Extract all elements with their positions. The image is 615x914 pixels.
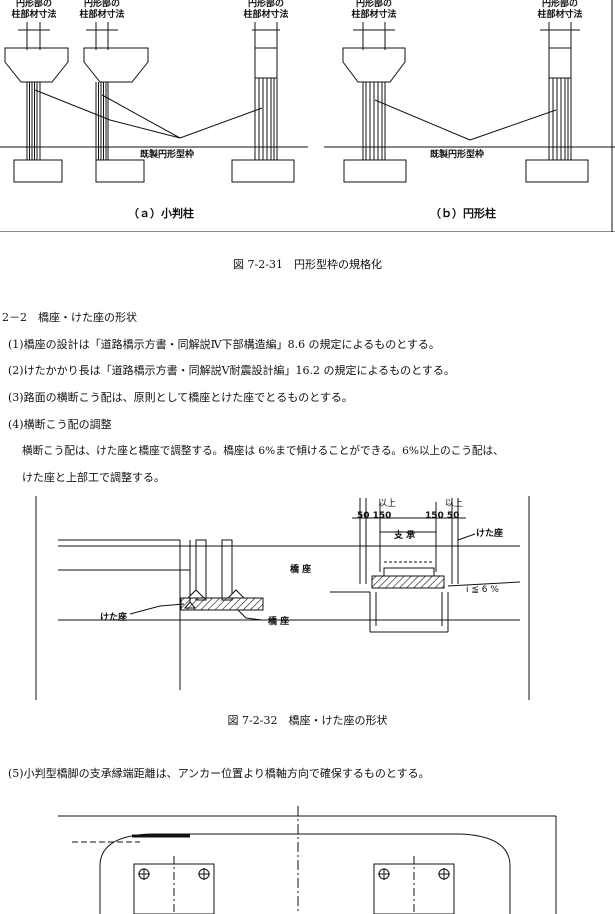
label-dim-left: 50 150 bbox=[357, 511, 391, 521]
label-kyo-left: 橋 座 bbox=[268, 615, 289, 627]
dim-label-b1: 円形部の柱部材寸法 bbox=[351, 0, 396, 20]
section-heading: 2－2 橋座・けた座の形状 bbox=[2, 311, 137, 324]
label-ijou-1: 以上 bbox=[378, 498, 396, 509]
sub-label-a: （ａ）小判柱 bbox=[128, 206, 194, 220]
label-shisho: 支 承 bbox=[393, 529, 415, 541]
label-kyo-right: 橋 座 bbox=[290, 563, 311, 575]
item-1: (1)橋座の設計は「道路橋示方書・同解説Ⅳ下部構造編」8.6 の規定によるものと… bbox=[8, 338, 440, 351]
figure-plan-partial bbox=[58, 806, 557, 914]
label-dim-right: 150 50 bbox=[425, 511, 459, 521]
para-line-1: 横断こう配は、けた座と橋座で調整する。橋座は 6%まで傾けることができる。6%以… bbox=[22, 445, 504, 457]
figure-caption-31: 図 7-2-31 円形型枠の規格化 bbox=[233, 258, 382, 271]
label-slope: i ≦ 6 % bbox=[466, 585, 499, 595]
dim-label-a1: 円形部の柱部材寸法 bbox=[11, 0, 56, 20]
item-3: (3)路面の横断こう配は、原則として橋座とけた座でとるものとする。 bbox=[8, 391, 353, 404]
sub-label-b: （ｂ）円形柱 bbox=[430, 206, 496, 220]
dim-label-a3: 円形部の柱部材寸法 bbox=[243, 0, 288, 20]
figure-caption-32: 図 7-2-32 橋座・けた座の形状 bbox=[227, 714, 388, 727]
label-keta: けた座 bbox=[100, 611, 127, 623]
dim-label-b2: 円形部の柱部材寸法 bbox=[537, 0, 582, 20]
formwork-label-a: 既製円形型枠 bbox=[140, 148, 194, 160]
label-keta-right: けた座 bbox=[476, 527, 503, 539]
figure-7-2-31: 円形部の柱部材寸法 円形部の柱部材寸法 円形部の柱部材寸法 円形部の柱部材寸法 … bbox=[0, 0, 615, 232]
item-2: (2)けたかかり長は「道路橋示方書・同解説Ⅴ耐震設計編」16.2 の規定によるも… bbox=[8, 364, 455, 377]
figure-7-2-32: けた座 橋 座 橋 座 以上 以上 50 150 150 50 支 承 けた座 … bbox=[35, 496, 530, 700]
item-5: (5)小判型橋脚の支承縁端距離は、アンカー位置より橋軸方向で確保するものとする。 bbox=[8, 767, 430, 780]
para-line-2: けた座と上部工で調整する。 bbox=[22, 471, 165, 484]
dim-label-a2: 円形部の柱部材寸法 bbox=[79, 0, 124, 20]
label-ijou-2: 以上 bbox=[445, 498, 463, 509]
formwork-label-b: 既製円形型枠 bbox=[430, 148, 484, 160]
item-4: (4)横断こう配の調整 bbox=[8, 418, 112, 431]
